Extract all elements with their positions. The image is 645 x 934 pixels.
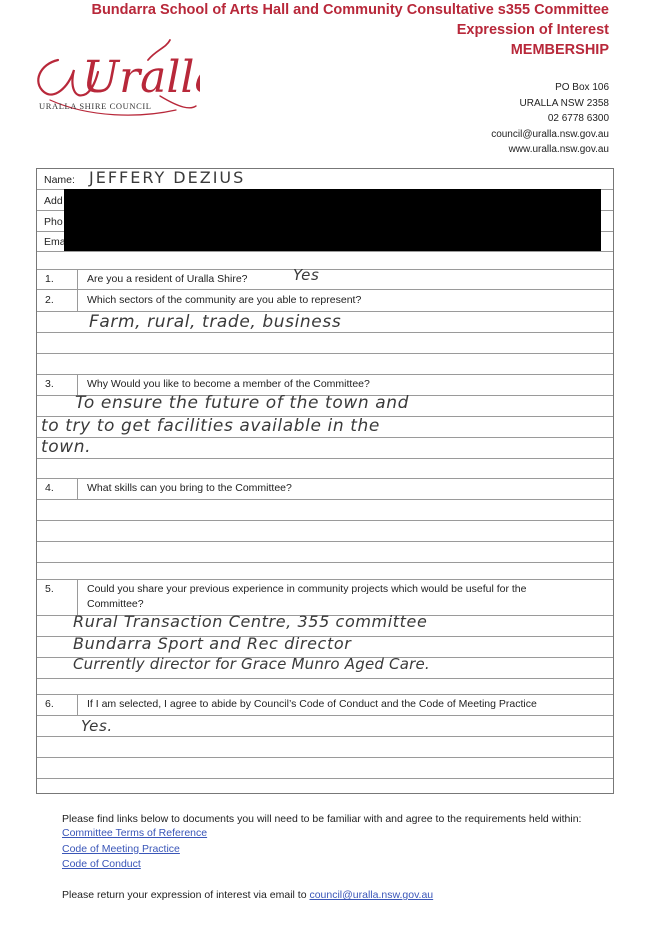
q5-number: 5. <box>45 583 54 595</box>
contact-email: council@uralla.nsw.gov.au <box>491 128 609 140</box>
q1-text: Are you a resident of Uralla Shire? <box>87 273 248 285</box>
q1-number: 1. <box>45 273 54 285</box>
q3-answer-line-1: To ensure the future of the town and <box>75 393 409 413</box>
form-subtitle: MEMBERSHIP <box>510 42 609 58</box>
uralla-logo: Uralla <box>37 39 200 116</box>
contact-address: URALLA NSW 2358 <box>519 97 610 109</box>
q2-text: Which sectors of the community are you a… <box>87 294 362 306</box>
q5-text-line-1: Could you share your previous experience… <box>87 583 527 595</box>
links-intro: Please find links below to documents you… <box>62 813 582 825</box>
membership-form: Name: JEFFERY DEZIUS Add Pho Ema 1. Are … <box>36 168 614 794</box>
q6-answer: Yes. <box>81 717 113 735</box>
link-code-of-meeting-practice[interactable]: Code of Meeting Practice <box>62 843 180 855</box>
contact-website: www.uralla.nsw.gov.au <box>508 144 609 155</box>
q1-answer: Yes <box>293 266 320 284</box>
q3-number: 3. <box>45 378 54 390</box>
q4-number: 4. <box>45 482 54 494</box>
q5-answer-line-2: Bundarra Sport and Rec director <box>73 634 352 653</box>
form-title: Expression of Interest <box>456 22 609 38</box>
committee-title: Bundarra School of Arts Hall and Communi… <box>91 2 609 18</box>
q5-text-line-2: Committee? <box>87 598 144 610</box>
contact-block: PO Box 106 URALLA NSW 2358 02 6778 6300 … <box>491 80 609 158</box>
return-text: Please return your expression of interes… <box>62 889 310 901</box>
return-email-link[interactable]: council@uralla.nsw.gov.au <box>309 889 434 901</box>
q3-text: Why Would you like to become a member of… <box>87 378 370 390</box>
q3-answer-line-2: to try to get facilities available in th… <box>41 416 380 436</box>
phone-label: Pho <box>44 216 63 228</box>
contact-po-box: PO Box 106 <box>555 82 609 93</box>
logo-subtitle: URALLA SHIRE COUNCIL <box>39 101 152 111</box>
name-label: Name: <box>44 174 75 186</box>
q2-answer: Farm, rural, trade, business <box>89 312 342 332</box>
contact-phone: 02 6778 6300 <box>547 113 609 124</box>
logo-script-text: Uralla <box>82 52 200 103</box>
q2-number: 2. <box>45 294 54 306</box>
redaction-block <box>64 189 601 251</box>
address-label: Add <box>44 195 63 207</box>
q6-number: 6. <box>45 698 54 710</box>
email-label: Ema <box>44 236 66 248</box>
return-instructions: Please return your expression of interes… <box>62 889 433 901</box>
q5-answer-line-1: Rural Transaction Centre, 355 committee <box>73 612 428 631</box>
q6-text: If I am selected, I agree to abide by Co… <box>87 698 537 710</box>
q3-answer-line-3: town. <box>41 437 92 457</box>
link-committee-terms[interactable]: Committee Terms of Reference <box>62 827 208 839</box>
q5-answer-line-3: Currently director for Grace Munro Aged … <box>73 655 430 673</box>
q4-text: What skills can you bring to the Committ… <box>87 482 292 494</box>
name-value: JEFFERY DEZIUS <box>89 168 246 187</box>
link-code-of-conduct[interactable]: Code of Conduct <box>62 858 141 870</box>
